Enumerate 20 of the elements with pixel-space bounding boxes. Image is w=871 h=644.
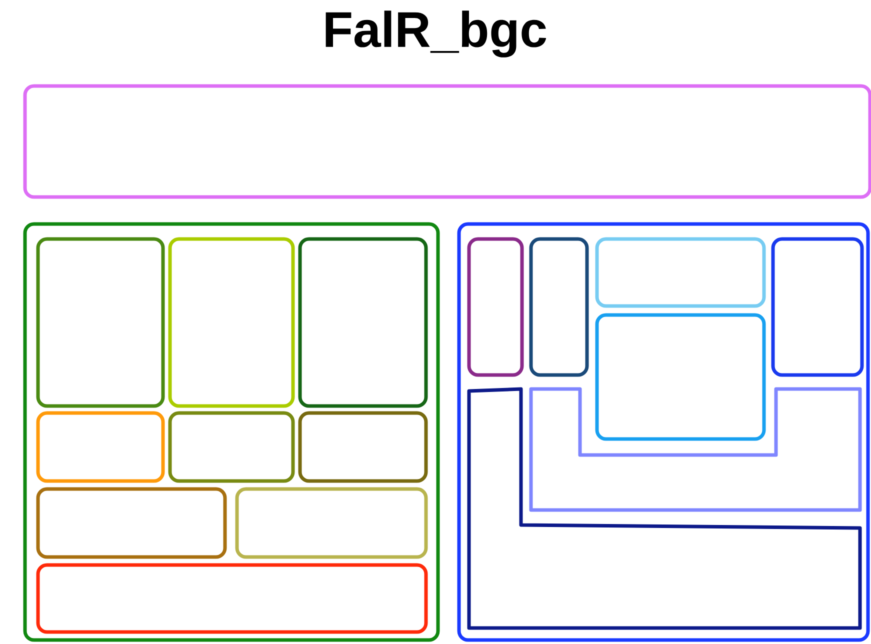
title: FalR_bgc xyxy=(326,10,546,58)
outlined-shape xyxy=(529,387,862,512)
outlined-box xyxy=(298,411,428,483)
outlined-box xyxy=(595,313,766,441)
outlined-box xyxy=(36,237,165,408)
outlined-box xyxy=(168,411,295,483)
outlined-box xyxy=(36,411,165,483)
outlined-box xyxy=(771,237,864,377)
outlined-box xyxy=(298,237,428,408)
panel-box xyxy=(457,222,870,642)
outlined-box xyxy=(235,487,428,559)
outlined-box xyxy=(467,237,524,377)
outlined-shape xyxy=(467,387,862,630)
outlined-box xyxy=(168,237,295,408)
outlined-box xyxy=(36,487,227,559)
outlined-box xyxy=(23,84,871,199)
outlined-box xyxy=(595,237,766,308)
outlined-box xyxy=(36,563,428,634)
outlined-box xyxy=(529,237,589,377)
panel-box xyxy=(23,222,440,642)
